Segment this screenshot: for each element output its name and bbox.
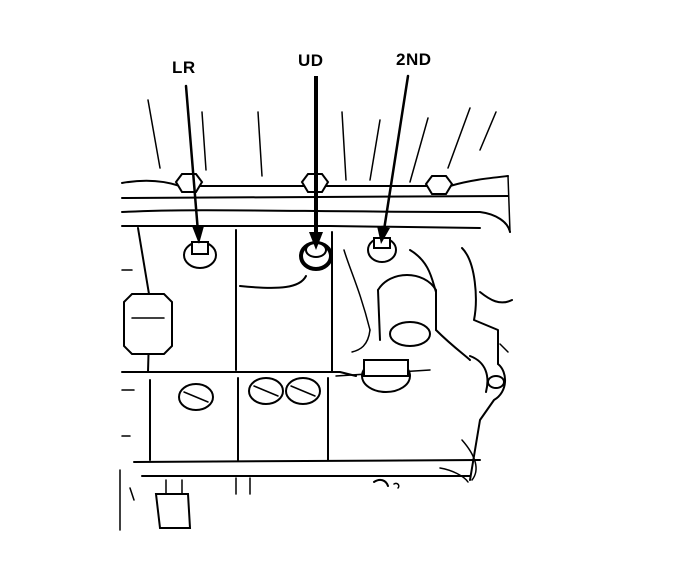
label-ud: UD: [298, 51, 324, 70]
label-2nd: 2ND: [396, 50, 432, 69]
lower-case: [119, 467, 469, 531]
screw-plugs: [178, 377, 321, 411]
arrow-head-ud: [309, 232, 323, 250]
left-bracket: [121, 269, 173, 437]
arrow-head-lr: [192, 226, 204, 244]
callout-arrows: [184, 74, 410, 250]
case-ribs: [147, 99, 497, 183]
label-lr: LR: [172, 58, 196, 77]
lr-plug: [183, 241, 217, 269]
right-boss: [361, 274, 437, 393]
arrow-head-2nd: [377, 226, 390, 244]
right-casing: [343, 247, 513, 481]
flange-bolts: [174, 173, 454, 195]
